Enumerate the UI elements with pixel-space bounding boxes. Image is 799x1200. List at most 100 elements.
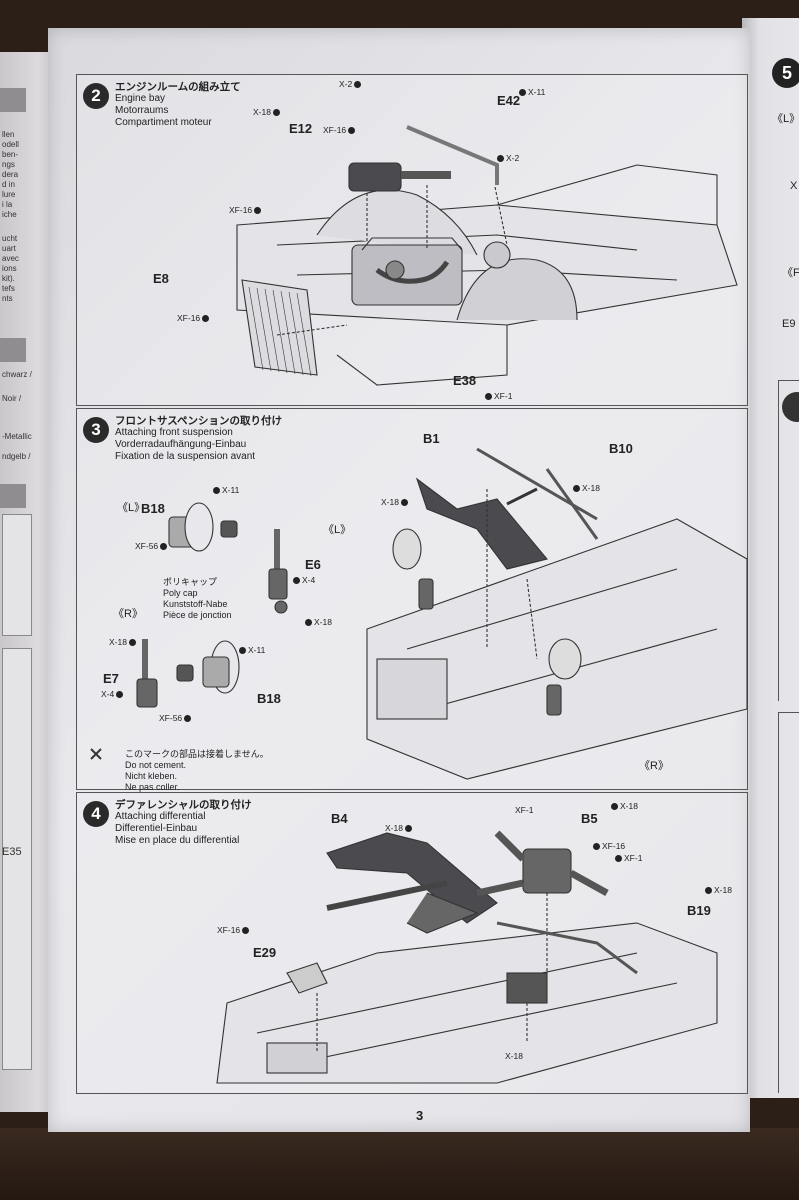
screw-icon [354,81,362,89]
screw-callout: XF-16 [591,841,625,851]
screw-callout: X-18 [505,1051,523,1061]
screw-callout: XF-16 [177,313,211,323]
screw-callout: XF-1 [515,805,534,815]
screw-callout: X-4 [101,689,125,699]
screw-callout: X-2 [339,79,363,89]
right-page-step-marker [782,392,799,422]
left-page-band-3 [0,484,26,508]
front-suspension-drawing [90,447,748,780]
screw-callout: X-18 [253,107,282,117]
screw-icon [485,393,492,401]
screw-icon [404,825,412,833]
polycap-note: ポリキャップ Poly cap Kunststoff-Nabe Pièce de… [163,577,232,620]
screw-callout: X-18 [381,497,410,507]
screw-icon [160,543,168,551]
part-label-e8: E8 [153,271,169,286]
step-3-title-en: Attaching front suspension [115,427,233,438]
screw-callout: XF-1 [613,853,642,863]
left-page-color-text: -Metallic [2,432,32,441]
part-label-e29: E29 [253,945,277,960]
instruction-page: 2 エンジンルームの組み立て Engine bay Motorraums Com… [48,28,750,1132]
side-label-r: 《R》 [113,608,143,620]
right-page-text: X [790,180,798,192]
part-label-b10: B10 [609,441,633,456]
screw-icon [573,485,580,493]
right-page-text: E9 [782,318,796,330]
step-4-title-en: Attaching differential [115,811,206,822]
screw-icon [213,487,220,495]
screw-callout: X-18 [303,617,332,627]
screw-callout: XF-16 [217,925,251,935]
screw-icon [272,109,280,117]
screw-icon [128,639,136,647]
part-label-e7: E7 [103,671,119,686]
screw-icon [239,647,246,655]
screw-icon [519,89,526,97]
screw-icon [400,499,408,507]
step-2-panel: 2 エンジンルームの組み立て Engine bay Motorraums Com… [76,74,748,406]
part-label-b4: B4 [331,811,348,826]
step-3-number: 3 [83,417,109,443]
step-4-panel: 4 デファレンシャルの取り付け Attaching differential D… [76,792,748,1094]
screw-icon [254,207,262,215]
left-page-color-text: Noir / [2,394,22,403]
screw-icon [305,619,312,627]
left-page-color-text: ndgelb / [2,452,31,461]
step-2-number: 2 [83,83,109,109]
screw-callout: XF-56 [159,713,193,723]
part-label-b5: B5 [581,811,598,826]
step-3-title-fr: Fixation de la suspension avant [115,451,256,462]
screw-icon [593,843,600,851]
screw-callout: X-11 [211,485,239,495]
step-3-title-jp: フロントサスペンションの取り付け [115,415,283,427]
screw-callout: XF-16 [323,125,357,135]
screw-icon [348,127,356,135]
step-4-title-fr: Mise en place du differential [115,835,240,846]
page-number: 3 [416,1108,424,1123]
left-page-color-text: chwarz / [2,370,32,379]
left-page-part-label: E35 [2,846,22,858]
left-page-band-2 [0,338,26,362]
side-label-l-assembly: 《L》 [323,524,352,536]
screw-callout: X-11 [517,87,545,97]
part-label-b1: B1 [423,431,440,446]
step-3-title-de: Vorderradaufhängung-Einbau [115,439,247,450]
part-label-e38: E38 [453,373,477,388]
screw-icon [615,855,622,863]
screw-callout: X-2 [495,153,519,163]
screw-callout: XF-56 [135,541,169,551]
part-label-b19: B19 [687,903,711,918]
step-4-title-de: Differentiel-Einbau [115,823,198,834]
left-page-diagram-box [2,648,32,1070]
step-3-titles: フロントサスペンションの取り付け Attaching front suspens… [115,415,282,463]
screw-icon [242,927,250,935]
right-adjacent-page: 5 《L》 X 《F E9 [742,18,799,1098]
right-page-panel-border [778,712,799,1093]
step-2-titles: エンジンルームの組み立て Engine bay Motorraums Compa… [115,81,241,129]
screw-callout: X-11 [237,645,265,655]
right-page-step-number: 5 [772,58,799,88]
screw-icon [202,315,210,323]
screw-callout: X-18 [571,483,600,493]
part-label-b18: B18 [257,691,281,706]
screw-icon [184,715,192,723]
step-4-titles: デファレンシャルの取り付け Attaching differential Dif… [115,799,252,847]
right-page-text: 《F [782,267,799,279]
step-3-panel: 3 フロントサスペンションの取り付け Attaching front suspe… [76,408,748,792]
no-cement-note: このマークの部品は接着しません。 Do not cement. Nicht kl… [125,749,269,792]
right-page-panel-border [778,380,799,701]
step-2-title-jp: エンジンルームの組み立て [115,81,241,93]
screw-icon [293,577,300,585]
step-4-title-jp: デファレンシャルの取り付け [115,799,252,811]
step-2-title-de: Motorraums [115,105,169,116]
screw-callout: X-18 [609,801,638,811]
left-page-diagram-box [2,514,32,636]
right-page-text: 《L》 [772,113,799,125]
step-2-title-en: Engine bay [115,93,166,104]
screw-callout: X-18 [703,885,732,895]
screw-callout: XF-1 [483,391,512,401]
screw-icon [116,691,124,699]
